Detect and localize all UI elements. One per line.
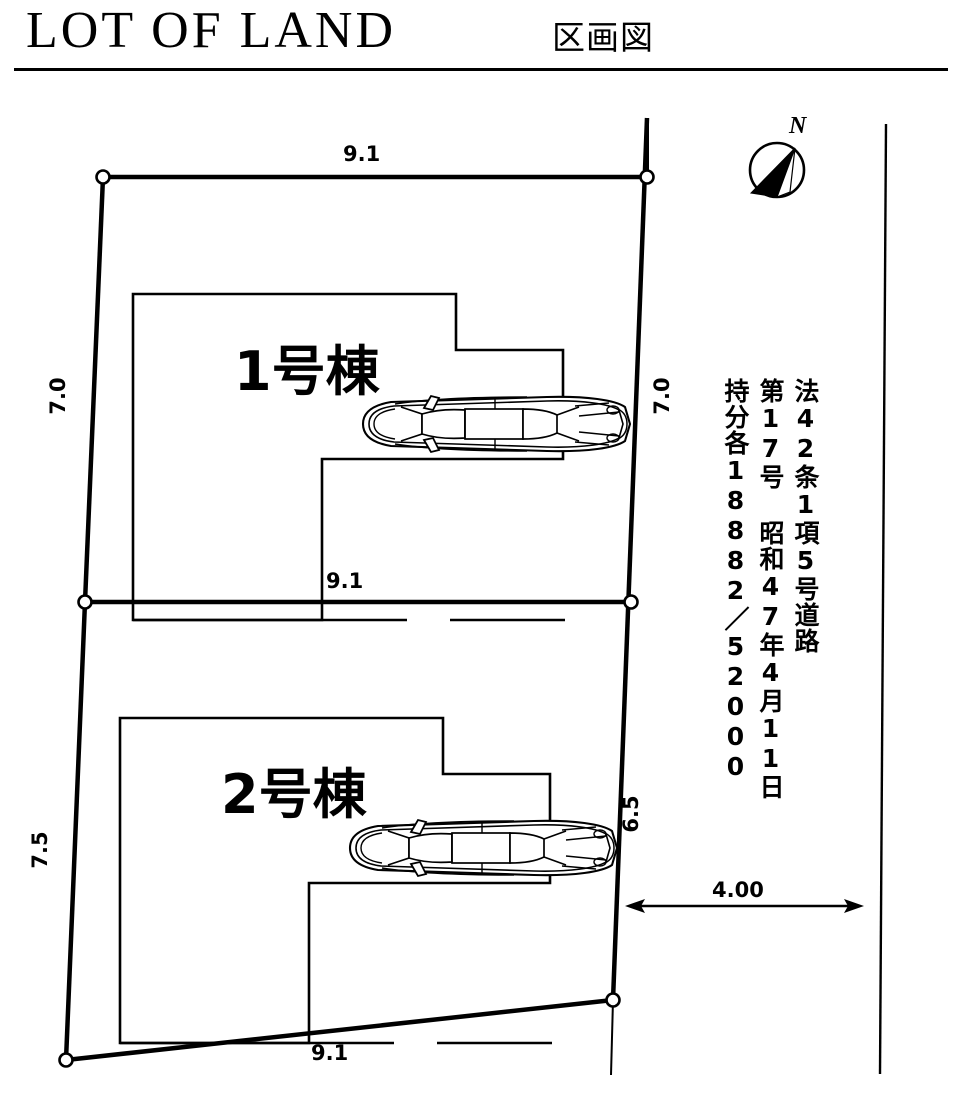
building-1-footprint — [131, 292, 565, 622]
compass-needle-light — [775, 147, 796, 199]
dimension-bottom-width: 9.1 — [311, 1041, 349, 1065]
car-top-view-icon-2 — [348, 818, 619, 878]
corner-marker-nw — [95, 169, 111, 185]
lot2-left-edge — [63, 601, 88, 1061]
compass-north-label: N — [789, 113, 807, 139]
compass-rose-icon — [748, 141, 806, 199]
dimension-left-upper-height: 7.0 — [46, 377, 70, 415]
building-2-label: 2号棟 — [221, 763, 367, 826]
note-column-share: 持分各18882／52000 — [721, 378, 750, 782]
lot-right-boundary-upper — [610, 117, 650, 1001]
legal-notes-block: 法42条1項5号道路 第17号 昭和47年4月11日 持分各18882／5200… — [690, 378, 820, 808]
lot-plan-drawing: 1号棟 2号棟 9.1 9.1 9.1 4.00 7.0 7.5 7.0 6.5… — [0, 78, 961, 1097]
page-title-english: LOT OF LAND — [26, 2, 397, 59]
lot-right-extension-bottom — [610, 999, 614, 1076]
road-width-dimension — [625, 899, 864, 913]
corner-marker-west-mid — [77, 594, 93, 610]
lot-boundary — [58, 117, 655, 1076]
lot1-left-edge — [82, 176, 106, 603]
road-width-arrow-left — [625, 899, 645, 913]
dimension-road-width: 4.00 — [712, 878, 764, 902]
note-column-road: 法42条1項5号道路 — [791, 378, 820, 654]
lot2-bottom-edge — [65, 997, 614, 1063]
building-2-footprint — [118, 716, 552, 1045]
title-block: LOT OF LAND 区画図 — [0, 0, 961, 78]
dimension-right-lower-height: 6.5 — [619, 795, 643, 833]
dimension-left-lower-height: 7.5 — [28, 831, 52, 869]
plan-svg — [58, 117, 888, 1076]
corner-marker-sw — [58, 1052, 74, 1068]
road-area — [878, 123, 888, 1075]
car-top-view-icon-1 — [361, 394, 632, 454]
note-column-date: 第17号 昭和47年4月11日 — [756, 378, 785, 800]
corner-marker-ne — [639, 169, 655, 185]
title-divider — [14, 68, 948, 71]
building-1-label: 1号棟 — [234, 340, 380, 403]
dimension-middle-width: 9.1 — [326, 569, 364, 593]
road-far-boundary — [878, 123, 888, 1075]
corner-marker-east-mid — [623, 594, 639, 610]
dimension-right-upper-height: 7.0 — [650, 377, 674, 415]
road-width-arrow-right — [844, 899, 864, 913]
page-title-japanese: 区画図 — [552, 18, 654, 57]
corner-marker-se — [605, 992, 621, 1008]
dimension-top-width: 9.1 — [343, 142, 381, 166]
